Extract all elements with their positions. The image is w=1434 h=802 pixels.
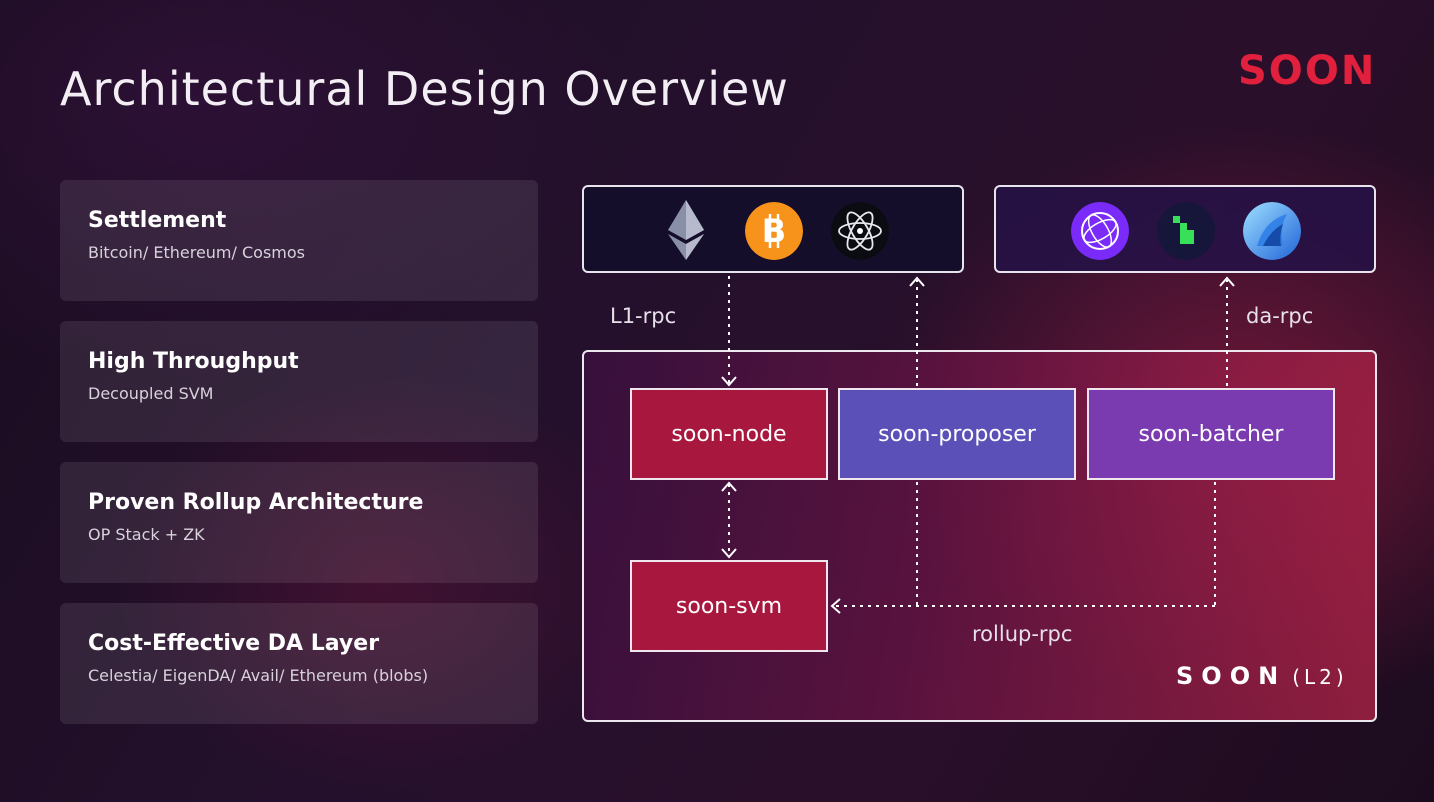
feature-title: Cost-Effective DA Layer xyxy=(88,631,380,656)
feature-subtitle: OP Stack + ZK xyxy=(88,525,205,544)
arrowhead xyxy=(830,598,841,614)
cosmos-icon xyxy=(831,202,889,260)
bitcoin-icon: B xyxy=(745,202,803,260)
arrowhead xyxy=(721,548,737,559)
svg-text:B: B xyxy=(762,212,786,250)
soon-batcher-box: soon-batcher xyxy=(1087,388,1335,480)
feature-subtitle: Decoupled SVM xyxy=(88,384,214,403)
arrowhead xyxy=(721,376,737,387)
feature-list: Settlement Bitcoin/ Ethereum/ Cosmos Hig… xyxy=(60,180,538,744)
soon-proposer-box: soon-proposer xyxy=(838,388,1076,480)
soon-logo: SOON xyxy=(1238,48,1377,94)
arrowhead xyxy=(909,276,925,287)
feature-title: Settlement xyxy=(88,208,227,233)
rollup-rpc-label: rollup-rpc xyxy=(972,622,1073,646)
soon-node-box: soon-node xyxy=(630,388,828,480)
arrowhead xyxy=(721,481,737,492)
arrowhead xyxy=(1219,276,1235,287)
l2-brand-suffix: (L2) xyxy=(1292,665,1348,689)
ethereum-icon xyxy=(668,200,704,260)
eigenda-icon xyxy=(1157,202,1215,260)
feature-subtitle: Celestia/ EigenDA/ Avail/ Ethereum (blob… xyxy=(88,666,429,685)
celestia-icon xyxy=(1071,202,1129,260)
feature-card-settlement: Settlement Bitcoin/ Ethereum/ Cosmos xyxy=(60,180,538,301)
feature-title: High Throughput xyxy=(88,349,299,374)
l2-brand-name: SOON xyxy=(1176,662,1287,690)
feature-title: Proven Rollup Architecture xyxy=(88,490,424,515)
l2-brand: SOON(L2) xyxy=(1176,662,1348,690)
l1-rpc-label: L1-rpc xyxy=(610,304,677,328)
da-rpc-label: da-rpc xyxy=(1246,304,1314,328)
feature-card-da-layer: Cost-Effective DA Layer Celestia/ EigenD… xyxy=(60,603,538,724)
page-title: Architectural Design Overview xyxy=(60,62,789,116)
feature-subtitle: Bitcoin/ Ethereum/ Cosmos xyxy=(88,243,305,262)
feature-card-rollup: Proven Rollup Architecture OP Stack + ZK xyxy=(60,462,538,583)
avail-icon xyxy=(1243,202,1301,260)
soon-svm-box: soon-svm xyxy=(630,560,828,652)
feature-card-throughput: High Throughput Decoupled SVM xyxy=(60,321,538,442)
